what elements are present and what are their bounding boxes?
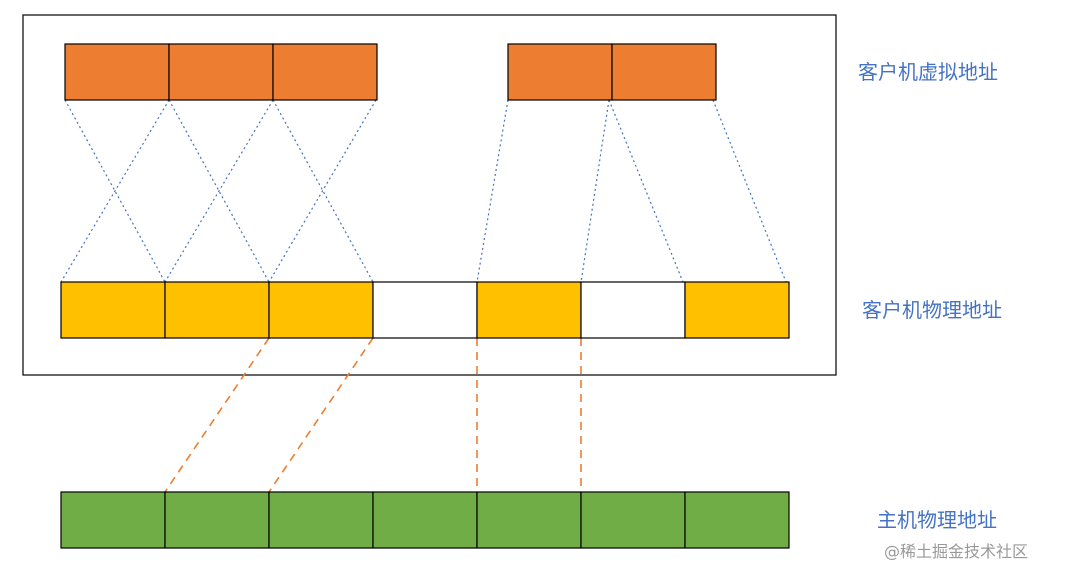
watermark: @稀土掘金技术社区 (884, 542, 1028, 561)
physical-to-host-mapping-lines (164, 337, 582, 493)
host-physical-address-row (60, 491, 790, 549)
guest-virtual-block (507, 43, 613, 101)
guest-physical-block (268, 281, 374, 339)
guest-virtual-block (272, 43, 378, 101)
guest-physical-address-row (60, 281, 790, 339)
guest-virtual-address-label: 客户机虚拟地址 (858, 60, 998, 84)
virtual-to-physical-line (712, 99, 787, 283)
guest-physical-block (476, 281, 582, 339)
guest-virtual-block (64, 43, 170, 101)
guest-virtual-address-row (64, 43, 717, 101)
virtual-to-physical-mapping-lines (60, 99, 787, 283)
virtual-to-physical-line (608, 99, 684, 283)
guest-virtual-block (168, 43, 274, 101)
guest-physical-address-label: 客户机物理地址 (862, 298, 1002, 322)
guest-frame (22, 14, 837, 376)
virtual-to-physical-line (476, 99, 509, 283)
physical-to-host-line (164, 337, 270, 493)
guest-physical-empty-block (580, 281, 686, 339)
host-physical-address-label: 主机物理地址 (877, 508, 997, 532)
virtual-to-physical-line (580, 99, 610, 283)
host-physical-block (268, 491, 374, 549)
guest-physical-block (684, 281, 790, 339)
host-physical-block (372, 491, 478, 549)
virtual-to-physical-line (60, 99, 170, 283)
host-physical-block (476, 491, 582, 549)
guest-virtual-block (611, 43, 717, 101)
guest-physical-empty-block (372, 281, 478, 339)
guest-physical-block (60, 281, 166, 339)
host-physical-block (580, 491, 686, 549)
guest-physical-block (164, 281, 270, 339)
virtual-to-physical-line (268, 99, 377, 283)
physical-to-host-line (268, 337, 374, 493)
host-physical-block (684, 491, 790, 549)
virtual-to-physical-line (164, 99, 274, 283)
host-physical-block (60, 491, 166, 549)
host-physical-block (164, 491, 270, 549)
